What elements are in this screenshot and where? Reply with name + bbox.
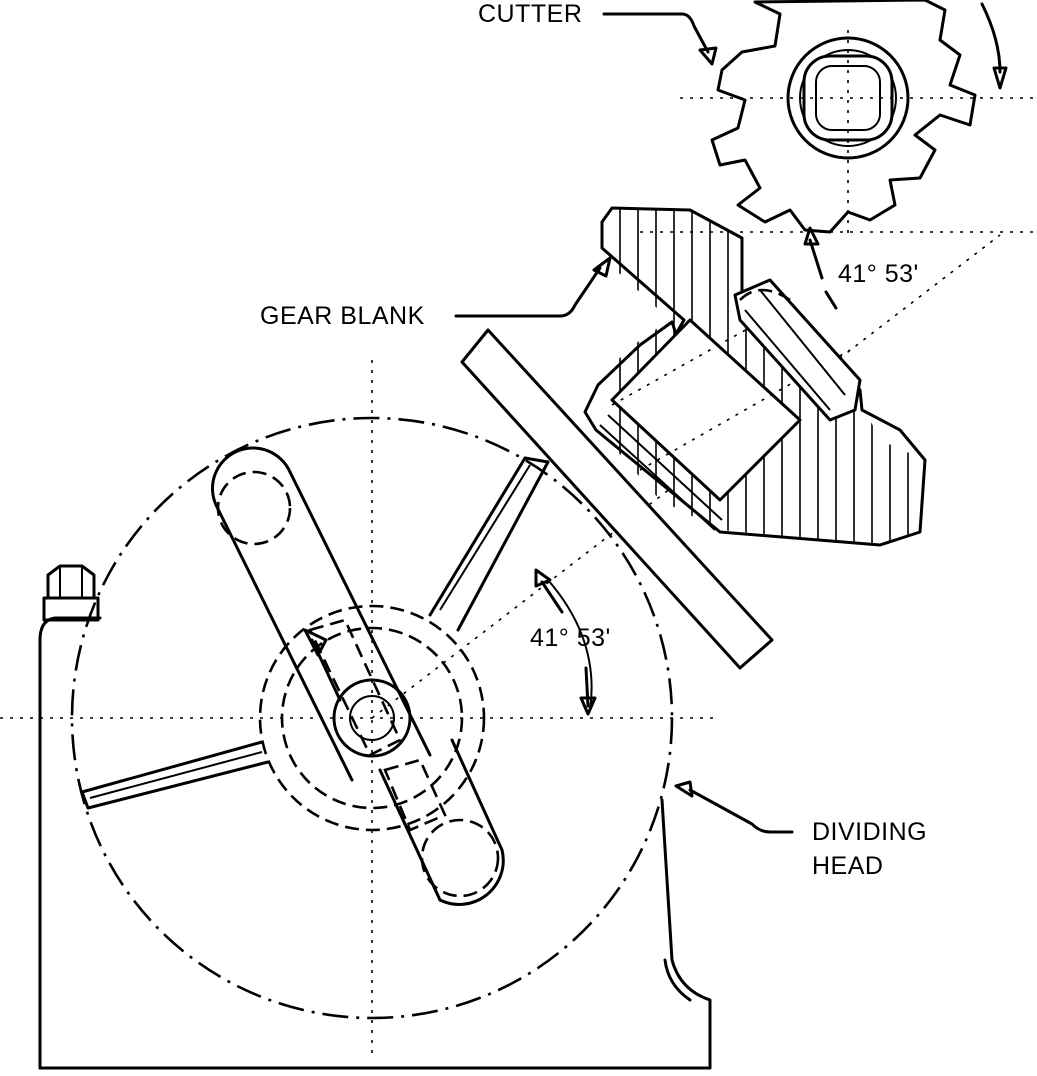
- cutter-label: CUTTER: [478, 0, 582, 28]
- cutter: [710, 0, 977, 234]
- angle-label-mid: 41° 53': [530, 624, 611, 652]
- dividing-head-centerlines: [0, 234, 1001, 1060]
- index-crank-arm: [211, 446, 505, 906]
- gear-blank-label: GEAR BLANK: [260, 302, 425, 330]
- dividing-head-label-line2: HEAD: [812, 852, 883, 880]
- dividing-head-label-line1: DIVIDING: [812, 818, 927, 846]
- arbor-plate: [460, 328, 774, 670]
- clamp-bolt: [42, 564, 100, 622]
- gear-blank-leader: [454, 256, 612, 318]
- angle-arrows-top: [803, 226, 838, 310]
- cutter-centerlines: [640, 30, 1037, 235]
- gear-blank: [583, 206, 927, 547]
- dividing-head-base: [38, 616, 712, 1070]
- rotation-arrow: [980, 2, 1008, 90]
- angle-label-top: 41° 53': [838, 260, 919, 288]
- sector-arms: [80, 456, 550, 810]
- dividing-head-leader: [674, 780, 794, 834]
- angle-arrows-mid: [534, 568, 597, 716]
- index-plate: [258, 604, 486, 832]
- cutter-leader: [602, 12, 718, 66]
